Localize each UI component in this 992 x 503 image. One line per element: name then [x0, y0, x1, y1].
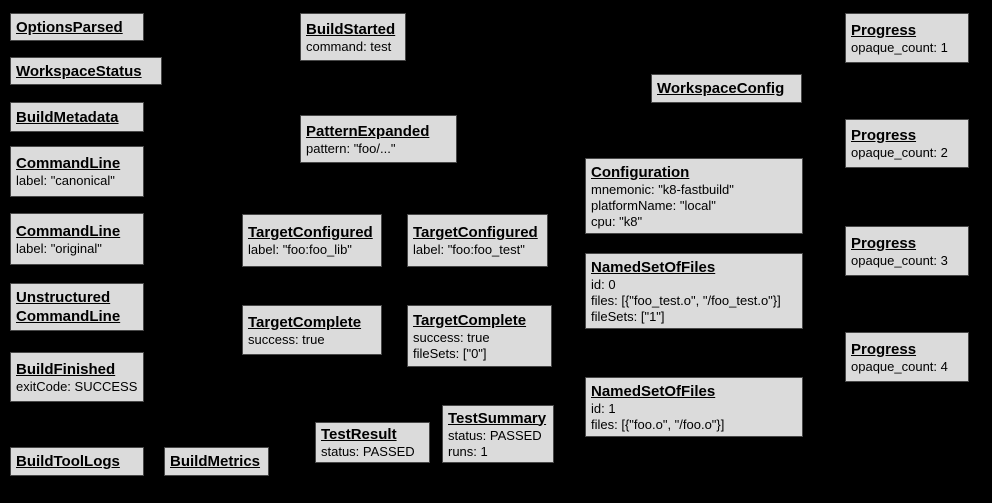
event-box-named-set-of-files-0: NamedSetOfFiles id: 0 files: [{"foo_test…: [585, 253, 803, 329]
event-box-workspace-config: WorkspaceConfig: [651, 74, 802, 103]
event-title: BuildToolLogs: [16, 453, 120, 470]
event-box-target-configured-test: TargetConfigured label: "foo:foo_test": [407, 214, 548, 267]
event-box-build-tool-logs: BuildToolLogs: [10, 447, 144, 476]
event-field: opaque_count: 1: [851, 39, 948, 55]
event-title: NamedSetOfFiles: [591, 382, 716, 400]
event-title: Configuration: [591, 163, 690, 181]
event-box-command-line-original: CommandLine label: "original": [10, 213, 144, 265]
event-box-configuration: Configuration mnemonic: "k8-fastbuild" p…: [585, 158, 803, 234]
event-field: files: [{"foo_test.o", "/foo_test.o"}]: [591, 292, 781, 308]
event-title: BuildFinished: [16, 360, 116, 378]
event-field: platformName: "local": [591, 197, 716, 213]
event-field: label: "foo:foo_test": [413, 242, 525, 257]
event-box-test-result: TestResult status: PASSED: [315, 422, 430, 463]
event-title: NamedSetOfFiles: [591, 258, 716, 276]
event-title: TargetComplete: [248, 313, 362, 331]
event-field: pattern: "foo/...": [306, 140, 396, 156]
event-field: cpu: "k8": [591, 213, 643, 229]
event-box-progress-3: Progress opaque_count: 3: [845, 226, 969, 276]
event-field: opaque_count: 3: [851, 252, 948, 268]
event-field: exitCode: SUCCESS: [16, 378, 138, 394]
event-title: WorkspaceStatus: [16, 62, 142, 80]
event-title: TargetConfigured: [413, 224, 538, 241]
event-box-command-line-canonical: CommandLine label: "canonical": [10, 146, 144, 197]
event-field: label: "canonical": [16, 173, 115, 188]
event-box-test-summary: TestSummary status: PASSED runs: 1: [442, 405, 554, 463]
event-title: OptionsParsed: [16, 18, 123, 36]
event-box-unstructured-command-line: Unstructured CommandLine: [10, 283, 144, 331]
event-field: id: 1: [591, 400, 616, 416]
event-box-progress-1: Progress opaque_count: 1: [845, 13, 969, 63]
event-field: fileSets: ["1"]: [591, 308, 665, 324]
event-box-target-complete-lib: TargetComplete success: true: [242, 305, 382, 355]
event-title: BuildMetrics: [170, 453, 261, 470]
event-field: runs: 1: [448, 443, 488, 459]
event-field: command: test: [306, 38, 392, 54]
event-title: TestResult: [321, 426, 397, 443]
event-box-workspace-status: WorkspaceStatus: [10, 57, 162, 85]
event-title: WorkspaceConfig: [657, 80, 785, 97]
event-field: opaque_count: 4: [851, 358, 948, 374]
event-box-target-complete-test: TargetComplete success: true fileSets: […: [407, 305, 552, 367]
event-box-progress-2: Progress opaque_count: 2: [845, 119, 969, 168]
event-field: status: PASSED: [321, 444, 415, 459]
event-field: id: 0: [591, 276, 616, 292]
event-field: files: [{"foo.o", "/foo.o"}]: [591, 416, 725, 432]
event-title: CommandLine: [16, 155, 121, 172]
event-title: TestSummary: [448, 409, 547, 427]
event-title: CommandLine: [16, 222, 121, 240]
event-box-named-set-of-files-1: NamedSetOfFiles id: 1 files: [{"foo.o", …: [585, 377, 803, 437]
event-title: Progress: [851, 127, 917, 144]
event-title: Unstructured CommandLine: [16, 289, 121, 325]
event-title: Progress: [851, 340, 917, 358]
event-title: BuildStarted: [306, 20, 396, 38]
event-box-build-finished: BuildFinished exitCode: SUCCESS: [10, 352, 144, 402]
event-title: BuildMetadata: [16, 108, 119, 126]
event-field: status: PASSED: [448, 427, 542, 443]
event-field: label: "original": [16, 240, 102, 256]
event-title: Progress: [851, 234, 917, 252]
event-box-progress-4: Progress opaque_count: 4: [845, 332, 969, 382]
event-title: TargetConfigured: [248, 224, 373, 241]
event-box-options-parsed: OptionsParsed: [10, 13, 144, 41]
event-field: success: true: [248, 331, 325, 347]
event-title: PatternExpanded: [306, 122, 430, 140]
event-field: label: "foo:foo_lib": [248, 242, 352, 257]
event-title: TargetComplete: [413, 311, 527, 329]
event-field: opaque_count: 2: [851, 145, 948, 160]
event-title: Progress: [851, 21, 917, 39]
event-box-target-configured-lib: TargetConfigured label: "foo:foo_lib": [242, 214, 382, 267]
event-box-pattern-expanded: PatternExpanded pattern: "foo/...": [300, 115, 457, 163]
event-box-build-metadata: BuildMetadata: [10, 102, 144, 132]
event-box-build-metrics: BuildMetrics: [164, 447, 269, 476]
event-box-build-started: BuildStarted command: test: [300, 13, 406, 61]
event-field: success: true: [413, 329, 490, 345]
event-field: fileSets: ["0"]: [413, 345, 487, 361]
event-field: mnemonic: "k8-fastbuild": [591, 181, 734, 197]
